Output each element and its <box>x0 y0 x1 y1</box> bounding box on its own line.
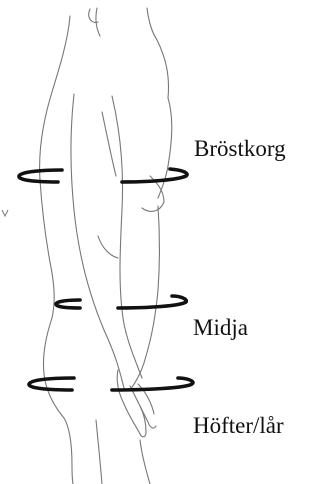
neck-front-outline <box>147 8 157 40</box>
arm-back-outline <box>71 94 124 388</box>
thigh-inner-outline <box>96 420 102 484</box>
hips-measure-band <box>29 378 193 390</box>
chest-measure-band <box>19 169 187 182</box>
elbow-crease-outline <box>98 236 118 258</box>
arm-front-outline <box>112 96 142 378</box>
waist-label: Midja <box>193 316 248 339</box>
shoulder-chest-outline <box>157 40 172 198</box>
chest-label: Bröstkorg <box>194 137 286 160</box>
hips-label: Höfter/lår <box>193 414 284 437</box>
buttock-outline <box>43 318 72 466</box>
armpit-outline <box>102 112 116 176</box>
back-outline <box>40 16 70 318</box>
belly-outline <box>130 206 160 390</box>
leg-back-outline <box>72 466 73 484</box>
leg-front-outline <box>140 440 150 484</box>
stray-mark <box>2 210 8 216</box>
